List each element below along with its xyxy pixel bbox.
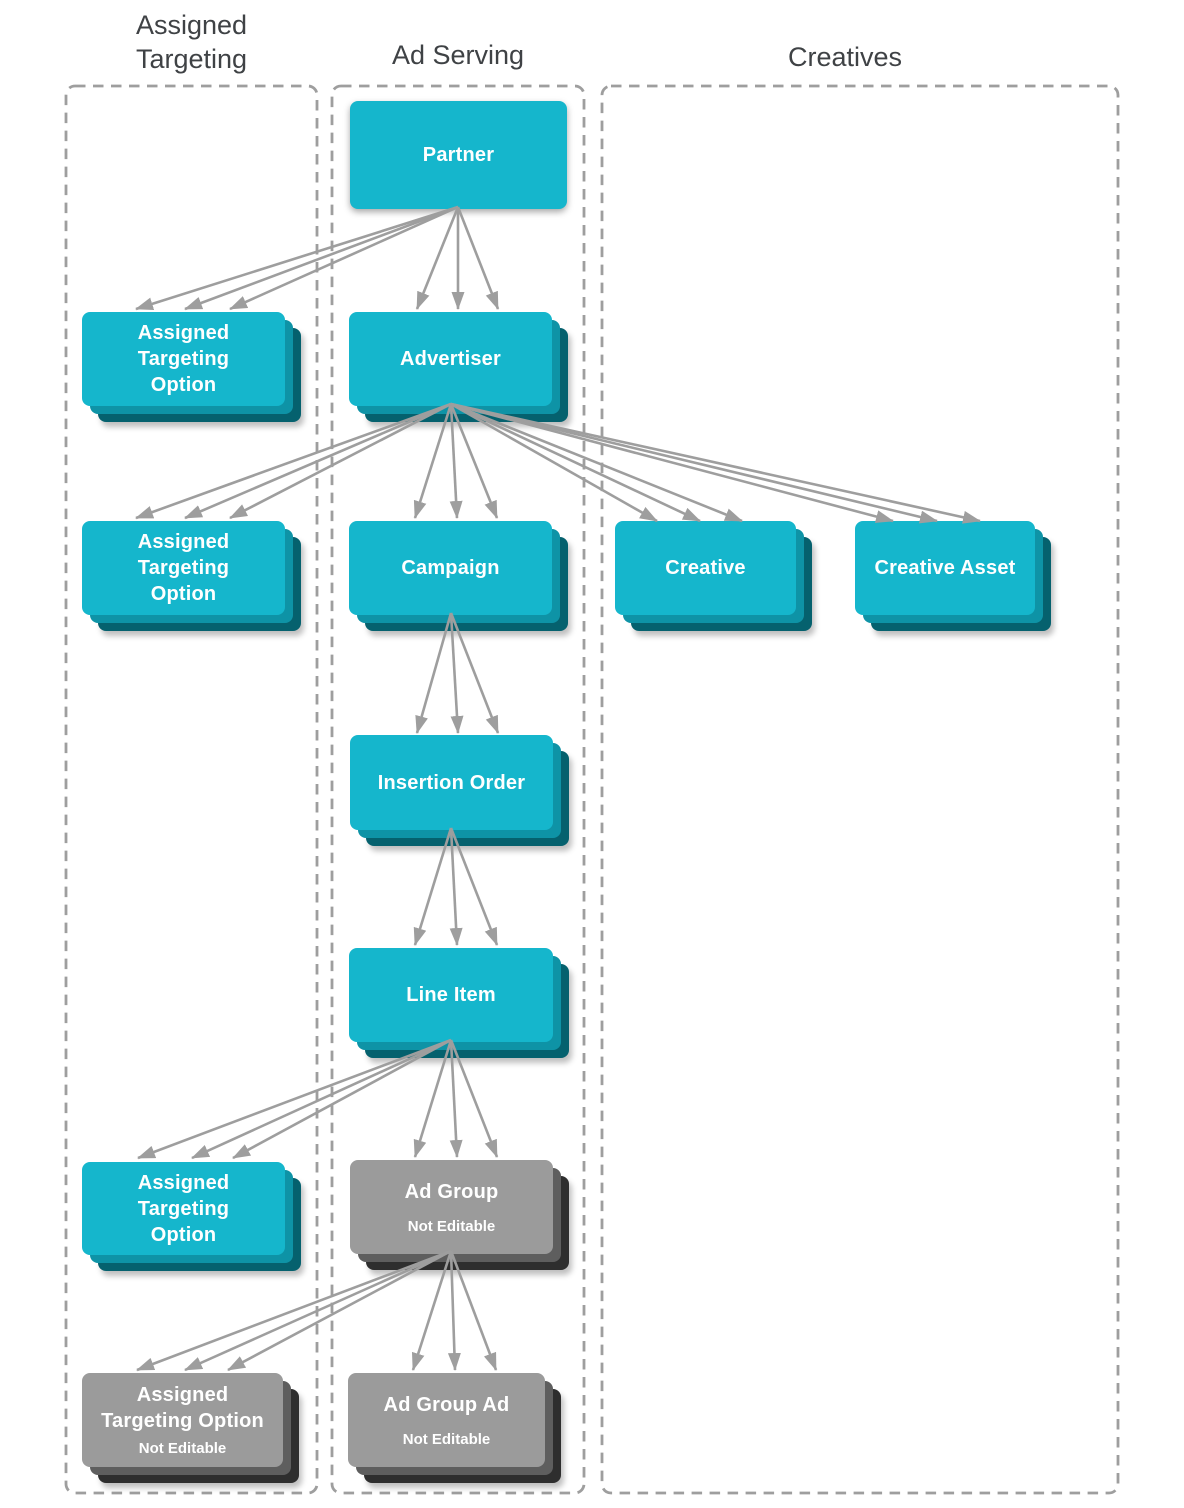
node-assigned-targeting-option-3: Assigned Targeting Option	[82, 1162, 285, 1255]
column-title-ad-serving: Ad Serving	[391, 40, 525, 70]
node-creative-asset: Creative Asset	[855, 521, 1035, 615]
ad-group-label: Ad Group	[404, 1180, 499, 1203]
node-insertion-order: Insertion Order	[350, 735, 553, 830]
node-line-item: Line Item	[349, 948, 553, 1042]
ad-group-note: Not Editable	[407, 1217, 496, 1235]
assigned-targeting-option-3-label: Assigned Targeting Option	[137, 1171, 230, 1246]
creative-asset-label: Creative Asset	[874, 557, 1016, 579]
creative-label: Creative	[665, 557, 746, 579]
insertion-order-label: Insertion Order	[377, 771, 526, 794]
node-creative: Creative	[615, 521, 796, 615]
node-advertiser: Advertiser	[349, 312, 552, 406]
assigned-targeting-option-ne-note: Not Editable	[138, 1440, 227, 1457]
node-campaign: Campaign	[349, 521, 552, 615]
column-title-assigned-targeting: Assigned Targeting	[135, 10, 248, 74]
node-assigned-targeting-option-1: Assigned Targeting Option	[82, 312, 285, 406]
ad-group-ad-label: Ad Group Ad	[383, 1393, 510, 1416]
advertiser-label: Advertiser	[400, 348, 501, 370]
campaign-label: Campaign	[401, 557, 500, 579]
line-item-label: Line Item	[406, 984, 496, 1006]
node-assigned-targeting-option-2: Assigned Targeting Option	[82, 521, 285, 615]
assigned-targeting-option-1-label: Assigned Targeting Option	[137, 322, 230, 396]
node-partner: Partner	[350, 101, 567, 209]
assigned-targeting-option-2-label: Assigned Targeting Option	[137, 531, 230, 605]
assigned-targeting-option-ne-label: Assigned Targeting Option	[101, 1384, 264, 1432]
partner-label: Partner	[422, 144, 495, 166]
node-ad-group-ad: Ad Group Ad Not Editable	[348, 1373, 545, 1467]
column-title-creatives: Creatives	[787, 42, 903, 72]
ad-group-ad-note: Not Editable	[402, 1430, 491, 1448]
